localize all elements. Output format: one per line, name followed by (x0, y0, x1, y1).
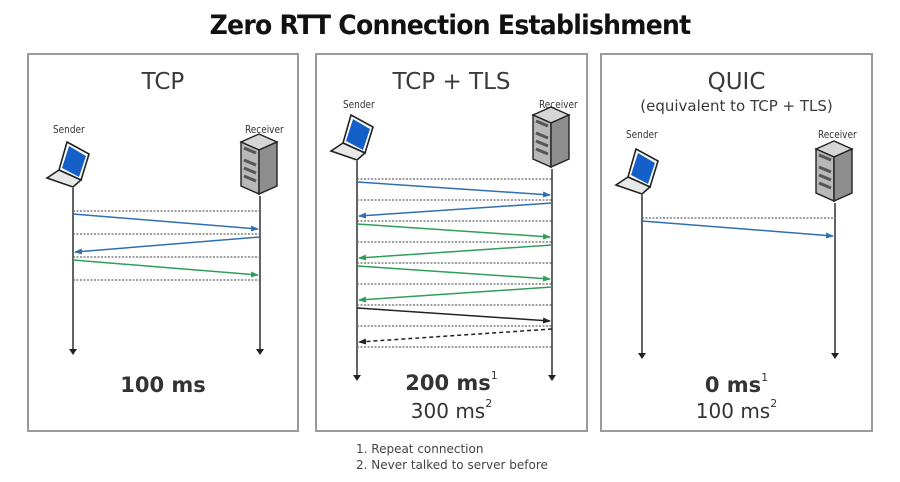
panel-title: QUIC (707, 69, 766, 95)
laptop-icon (614, 147, 659, 195)
sender-label: Sender (53, 124, 85, 136)
timeline-arrowhead (638, 353, 646, 359)
panel-tcp-tls: TCP + TLS Sender Receiver 200 ms1 300 ms… (315, 53, 588, 432)
timeline-arrowhead (69, 349, 77, 355)
latency-result-first: 300 ms2 (317, 397, 586, 423)
message-arrow (356, 265, 551, 282)
panel-subtitle: (equivalent to TCP + TLS) (640, 97, 833, 115)
receiver-label: Receiver (245, 124, 284, 136)
laptop-icon (329, 113, 374, 161)
timeline-arrowhead (353, 375, 361, 381)
panel-tcp: TCP Sender Receiver 100 ms (27, 53, 299, 432)
message-arrow (356, 307, 551, 324)
latency-result-repeat: 0 ms1 (602, 371, 871, 397)
server-icon (531, 106, 571, 169)
footnotes: 1. Repeat connection 2. Never talked to … (356, 441, 548, 473)
latency-value: 200 ms (405, 371, 491, 395)
sequence-diagram (45, 133, 279, 355)
latency-value: 100 ms (120, 373, 206, 397)
diagram-title: Zero RTT Connection Establishment (209, 10, 692, 41)
footnote-marker: 2 (485, 397, 493, 410)
latency-value: 0 ms (704, 373, 762, 397)
panel-quic: QUIC (equivalent to TCP + TLS) Sender Re… (600, 53, 873, 432)
server-icon (814, 140, 854, 203)
panel-title: TCP + TLS (392, 69, 511, 95)
receiver-label: Receiver (818, 129, 857, 141)
message-arrow (358, 244, 553, 261)
timeline-arrowhead (256, 349, 264, 355)
message-arrow (641, 220, 834, 239)
timeline-arrowhead (548, 375, 556, 381)
message-arrow (72, 213, 259, 232)
sequence-diagram (614, 140, 854, 359)
latency-result-first: 100 ms2 (602, 397, 871, 423)
sender-label: Sender (343, 99, 375, 111)
message-arrow (356, 223, 551, 240)
message-arrow (356, 181, 551, 198)
message-arrow (358, 202, 553, 219)
footnote-marker: 1 (761, 371, 769, 384)
panel-title: TCP (141, 69, 185, 95)
footnote-2: 2. Never talked to server before (356, 458, 548, 472)
latency-value: 300 ms (410, 399, 486, 423)
latency-result-repeat: 200 ms1 (317, 369, 586, 395)
message-arrow (358, 286, 553, 303)
message-arrow (74, 236, 261, 255)
latency-result: 100 ms (29, 373, 297, 397)
footnote-marker: 1 (490, 369, 498, 382)
laptop-icon (45, 140, 90, 188)
latency-value: 100 ms (695, 399, 771, 423)
sequence-diagram (329, 106, 571, 381)
footnote-marker: 2 (770, 397, 778, 410)
sender-label: Sender (626, 129, 658, 141)
server-icon (239, 133, 279, 196)
footnote-1: 1. Repeat connection (356, 442, 484, 456)
message-arrow (72, 259, 259, 278)
timeline-arrowhead (831, 353, 839, 359)
message-arrow (358, 328, 553, 345)
